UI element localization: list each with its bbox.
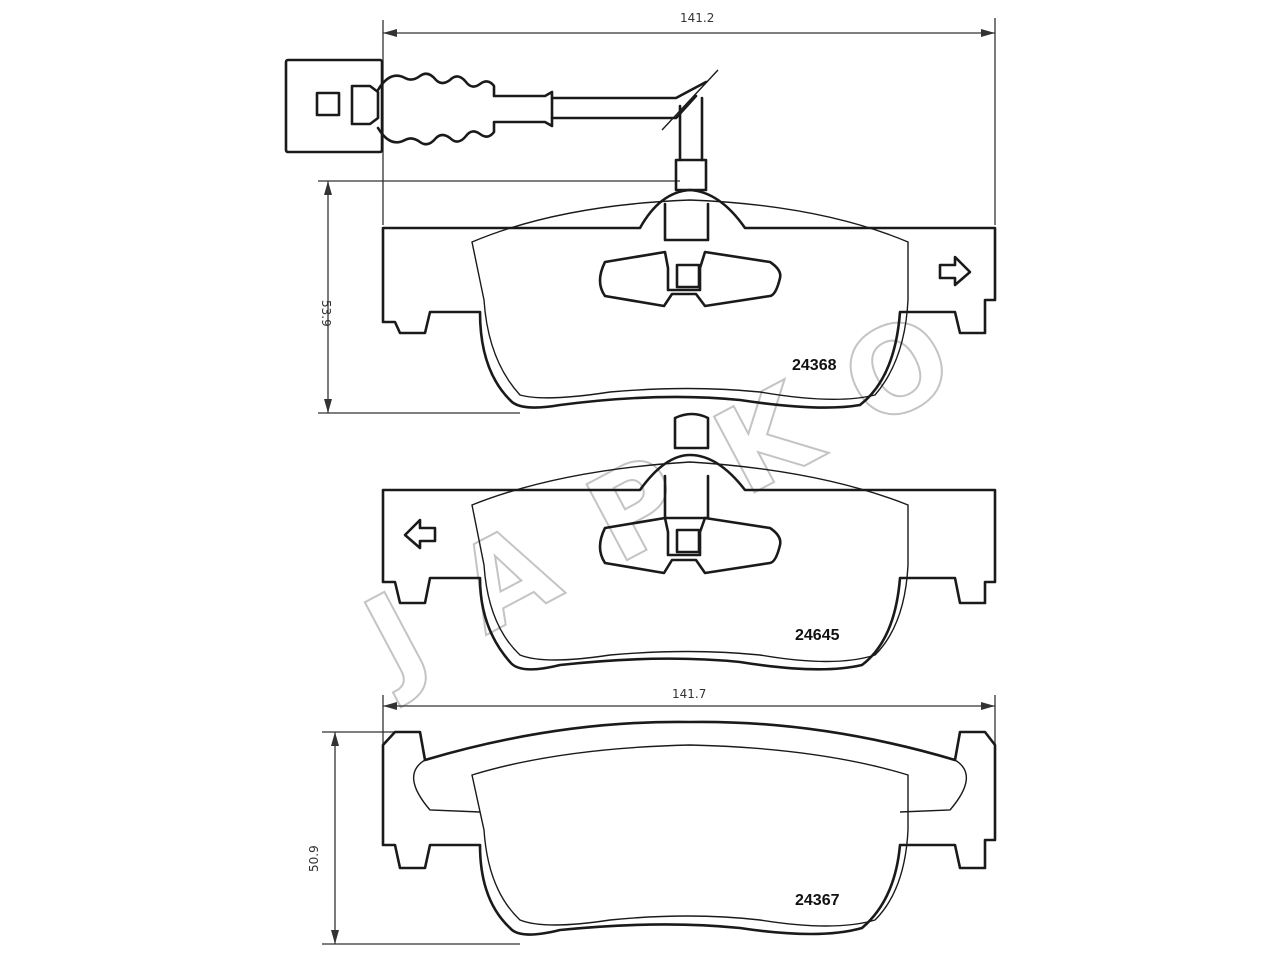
wear-sensor-cable-icon [284,58,719,192]
brake-pad-middle: 24645 [381,412,997,671]
dimension-bottom-width-label: 141.7 [672,687,706,701]
part-number-24367: 24367 [795,892,840,909]
arrow-right-icon [938,255,972,287]
connector-plug-icon [284,58,384,154]
brake-pad-bottom: 24367 [381,720,997,936]
dimension-bottom-height: 50.9 [307,731,520,945]
part-number-24368: 24368 [792,357,837,374]
brake-pad-top: 24368 [381,188,997,409]
arrow-left-icon [403,518,437,550]
dimension-top-height-label: 53.9 [319,300,333,327]
spring-clip [598,474,782,575]
part-number-24645: 24645 [795,627,840,644]
dimension-bottom-width: 141.7 [382,687,996,760]
dimension-top-width-label: 141.2 [680,11,714,25]
spring-clip [598,202,782,308]
dimension-top-height: 53.9 [318,180,680,414]
dimension-top-width: 141.2 [382,11,996,225]
dimension-bottom-height-label: 50.9 [307,845,321,872]
